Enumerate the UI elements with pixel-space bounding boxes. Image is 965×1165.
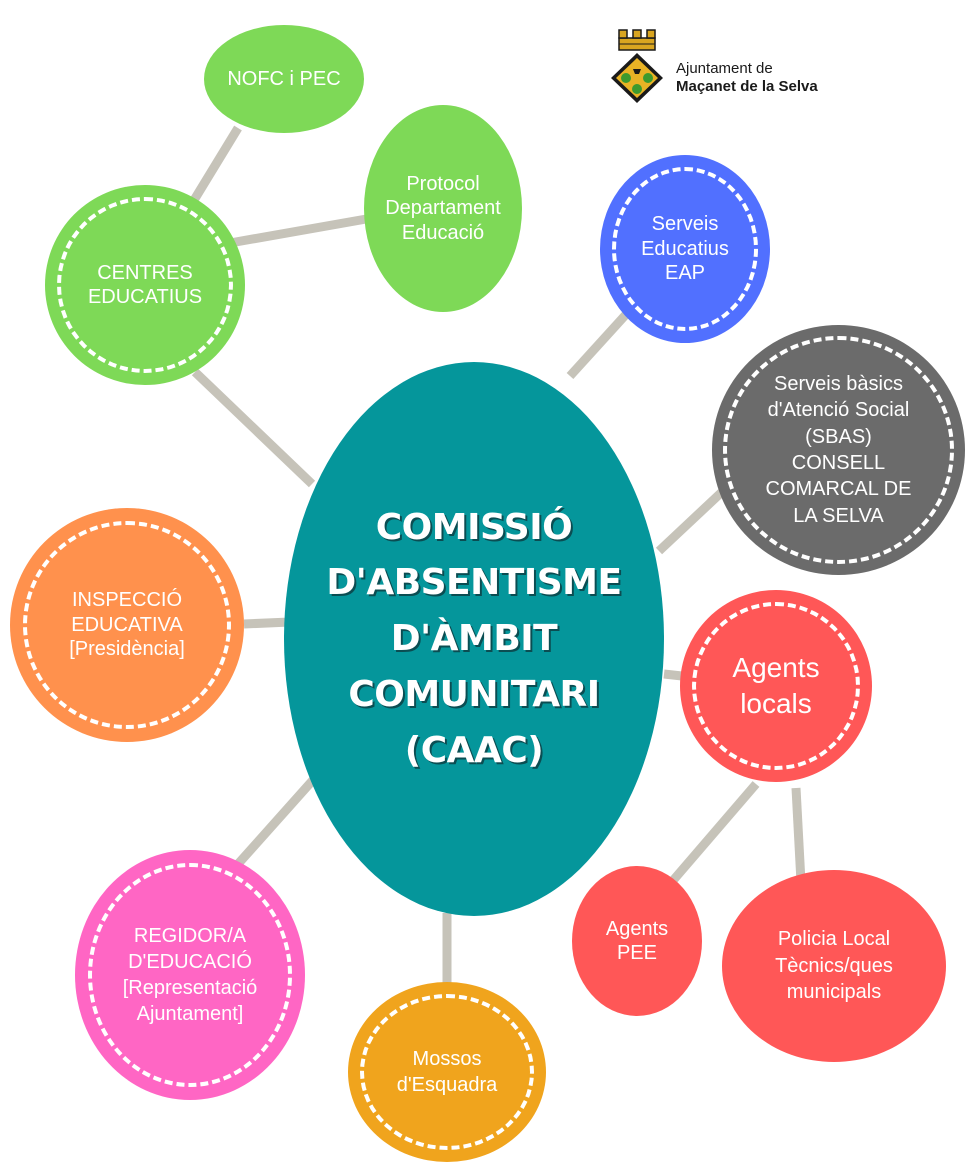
node-nofc-pec-label: NOFC i PEC (227, 67, 341, 90)
node-inspeccio: INSPECCIÓ EDUCATIVA [Presidència] (10, 508, 244, 742)
node-protocol: Protocol Departament Educació (364, 105, 522, 312)
logo-line-2: Maçanet de la Selva (676, 78, 818, 95)
node-inspeccio-ring: INSPECCIÓ EDUCATIVA [Presidència] (23, 521, 231, 729)
node-regidor: REGIDOR/A D'EDUCACIÓ [Representació Ajun… (75, 850, 305, 1100)
node-policia-tecnics-label: Policia Local Tècnics/ques municipals (775, 928, 893, 1004)
node-centres-educatius-label: CENTRES EDUCATIUS (87, 261, 203, 308)
hub-commission: COMISSIÓ D'ABSENTISME D'ÀMBIT COMUNITARI… (284, 362, 664, 916)
link-agents-locals-hub (663, 669, 683, 681)
coat-of-arms-icon (611, 29, 663, 103)
node-agents-locals: Agents locals (680, 590, 872, 782)
link-protocol-centres (229, 213, 373, 248)
node-serveis-educatius-ring: Serveis Educatius EAP (612, 167, 758, 331)
link-agents-locals-pee (666, 781, 760, 887)
node-regidor-label: REGIDOR/A D'EDUCACIÓ [Representació Ajun… (122, 925, 258, 1025)
hub-label: COMISSIÓ D'ABSENTISME D'ÀMBIT COMUNITARI… (326, 506, 622, 771)
node-mossos: Mossos d'Esquadra (348, 982, 546, 1162)
link-serveis-educatius-hub (566, 306, 634, 380)
node-protocol-label: Protocol Departament Educació (385, 172, 501, 244)
node-centres-educatius-ring: CENTRES EDUCATIUS (57, 197, 233, 373)
link-agents-locals-policia (791, 787, 806, 883)
logo-line-1: Ajuntament de (676, 60, 773, 77)
node-centres-educatius: CENTRES EDUCATIUS (45, 185, 245, 385)
node-sbas: Serveis bàsics d'Atenció Social (SBAS) C… (712, 325, 965, 575)
node-agents-pee: Agents PEE (572, 866, 702, 1016)
link-centres-hub (191, 368, 316, 488)
node-inspeccio-label: INSPECCIÓ EDUCATIVA [Presidència] (69, 589, 185, 661)
link-nofc-centres (184, 125, 242, 213)
node-nofc-pec: NOFC i PEC (204, 25, 364, 133)
node-sbas-ring: Serveis bàsics d'Atenció Social (SBAS) C… (723, 336, 954, 564)
node-agents-locals-label: Agents locals (732, 651, 820, 719)
link-inspeccio-hub (243, 617, 291, 629)
node-mossos-ring: Mossos d'Esquadra (360, 994, 534, 1150)
link-sbas-hub (655, 486, 728, 555)
node-regidor-ring: REGIDOR/A D'EDUCACIÓ [Representació Ajun… (88, 863, 292, 1087)
node-serveis-educatius: Serveis Educatius EAP (600, 155, 770, 343)
node-sbas-label: Serveis bàsics d'Atenció Social (SBAS) C… (765, 372, 912, 527)
node-serveis-educatius-label: Serveis Educatius EAP (641, 213, 729, 285)
node-policia-tecnics: Policia Local Tècnics/ques municipals (722, 870, 946, 1062)
node-agents-locals-ring: Agents locals (692, 602, 860, 770)
node-mossos-label: Mossos d'Esquadra (396, 1048, 498, 1096)
node-agents-pee-label: Agents PEE (605, 917, 669, 964)
municipality-logo: Ajuntament de Maçanet de la Selva (608, 28, 848, 108)
link-regidor-hub (234, 777, 317, 867)
